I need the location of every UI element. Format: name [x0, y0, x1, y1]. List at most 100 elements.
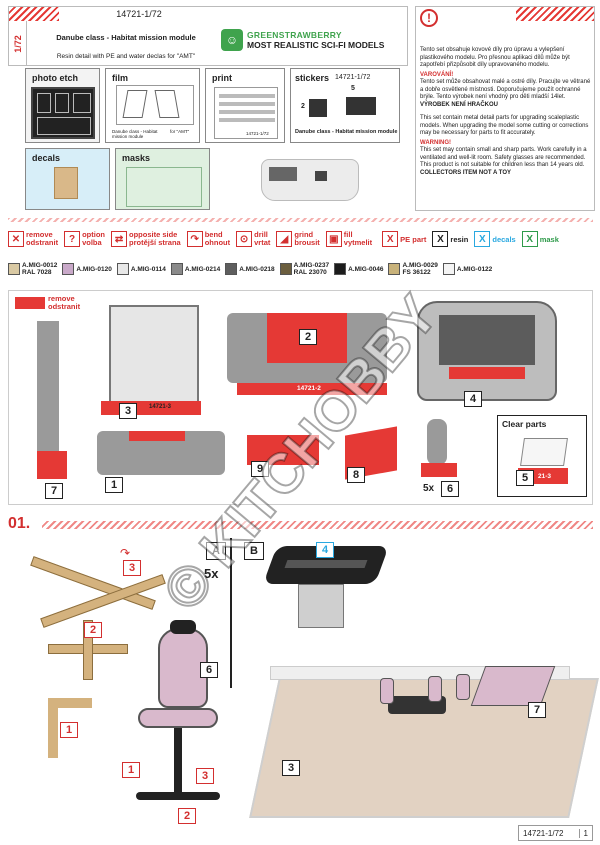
cz-body: Tento set může obsahovat malé a ostré dí… — [420, 79, 591, 100]
type-pe-label: PE part — [400, 234, 427, 244]
paint-code: A.MIG-0120 — [76, 265, 112, 273]
part-4-label: 4 — [464, 391, 482, 407]
paint-6: A.MIG-0046 — [334, 263, 383, 275]
type-decals-label: decals — [492, 234, 516, 244]
print-label: print — [212, 73, 232, 83]
step-part-3-label: 3 — [123, 560, 141, 576]
room-part-7-label: 7 — [528, 702, 546, 718]
drill-icon: ⊙ — [236, 231, 253, 247]
warning-mark: ! — [427, 11, 431, 25]
part-2-label: 2 — [299, 329, 317, 345]
film-label: film — [112, 73, 129, 83]
table-part-4-label: 4 — [316, 542, 334, 558]
module-render — [255, 153, 365, 208]
photo-etch-tile: photo etch — [25, 68, 100, 143]
paint-swatch-icon — [225, 263, 238, 275]
footer-page: 1 — [578, 828, 588, 838]
stickers-label: stickers — [295, 73, 330, 83]
warning-panel: ! Tento set obsahuje kovové díly pro úpr… — [415, 6, 595, 211]
pe-part-icon: X — [382, 231, 399, 247]
print-sheet — [214, 87, 278, 139]
type-mask-label: mask — [539, 234, 559, 244]
chair-part-2-label: 2 — [178, 808, 196, 824]
divider — [230, 538, 232, 688]
warning-icon: ! — [420, 9, 438, 27]
legend-bend-cz: bend — [204, 230, 223, 239]
paint-swatch-icon — [170, 263, 183, 275]
part-5-label: 5 — [516, 470, 534, 486]
room-part-3-label: 3 — [282, 760, 300, 776]
en-toy: COLLECTORS ITEM NOT A TOY — [420, 169, 512, 176]
remove-en: odstranit — [48, 302, 81, 311]
remove-swatch — [15, 297, 45, 309]
step-part-1-label: 1 — [60, 722, 78, 738]
paint-code: A.MIG-0046 — [348, 265, 384, 273]
room-seat-1 — [380, 678, 394, 704]
sticker-num-5: 5 — [351, 85, 355, 92]
sticker-code: 14721-1/72 — [335, 74, 371, 81]
legend-fill-cz: fill — [343, 230, 353, 239]
legend-opposite-cz: opposite side — [129, 230, 178, 239]
footer: 14721-1/72 1 — [518, 825, 593, 841]
sub-step-b: B — [244, 542, 264, 560]
room-seat-2 — [428, 676, 442, 702]
en-body: This set may contain small and sharp par… — [420, 147, 587, 168]
en-title: WARNING! — [420, 139, 451, 146]
brand-top: GREENSTRAWBERRY — [247, 30, 342, 40]
sticker-panel-2 — [346, 97, 376, 115]
decals-label: decals — [32, 153, 61, 163]
table-stripe — [284, 560, 368, 568]
step-hatch — [42, 521, 593, 529]
chair-part-3-label: 3 — [196, 768, 214, 784]
legend-fill-en: vytmelit — [343, 238, 373, 247]
paint-3: A.MIG-0214 — [170, 263, 220, 275]
sub-step-a-mult: 5x — [204, 566, 219, 581]
part-8-label: 8 — [347, 467, 365, 483]
sub-step-a: A — [206, 542, 226, 560]
part-1-label: 1 — [105, 477, 123, 493]
paint-swatch-icon — [62, 263, 75, 275]
part-5-code: 21-3 — [538, 473, 552, 480]
opposite-side-icon: ⇄ — [111, 231, 128, 247]
warning-text: Tento set obsahuje kovové díly pro úprav… — [420, 47, 592, 177]
part-9-body — [247, 435, 319, 465]
paint-swatch-icon — [442, 263, 455, 275]
mask-icon: X — [521, 231, 538, 247]
paint-sub: RAL 23070 — [293, 269, 327, 276]
strawberry-logo-icon: ☺ — [221, 29, 243, 51]
brand-bottom: MOST REALISTIC SCI-FI MODELS — [247, 40, 385, 50]
chair-base — [136, 792, 220, 800]
part-4-remove — [449, 367, 525, 379]
legend-drill-en: vrtat — [254, 238, 271, 247]
step-part-2-label: 2 — [84, 622, 102, 638]
header: 1/72 14721-1/72 Danube class - Habitat m… — [8, 6, 408, 66]
fill-icon: ▣ — [325, 231, 342, 247]
grind-icon: ◢ — [276, 231, 293, 247]
part-5-body — [520, 438, 568, 466]
option-icon: ? — [64, 231, 81, 247]
part-7-remove — [37, 451, 67, 479]
part-3-code: 14721-3 — [149, 404, 172, 410]
part-2-remove-base — [237, 383, 387, 395]
paint-swatch-icon — [8, 263, 20, 275]
part-1-remove — [129, 431, 185, 441]
type-resin-label: resin — [450, 234, 469, 244]
masks-sheet — [126, 167, 202, 207]
type-decals: X decals — [474, 231, 516, 247]
print-code: 14721-1/72 — [246, 131, 269, 136]
paint-8: A.MIG-0122 — [442, 263, 492, 275]
legend-option-en: volba — [82, 238, 102, 247]
cz-intro: Tento set obsahuje kovové díly pro úprav… — [420, 47, 570, 68]
part-9-label: 9 — [251, 461, 269, 477]
chair-back — [158, 628, 208, 708]
star-base — [48, 620, 128, 680]
